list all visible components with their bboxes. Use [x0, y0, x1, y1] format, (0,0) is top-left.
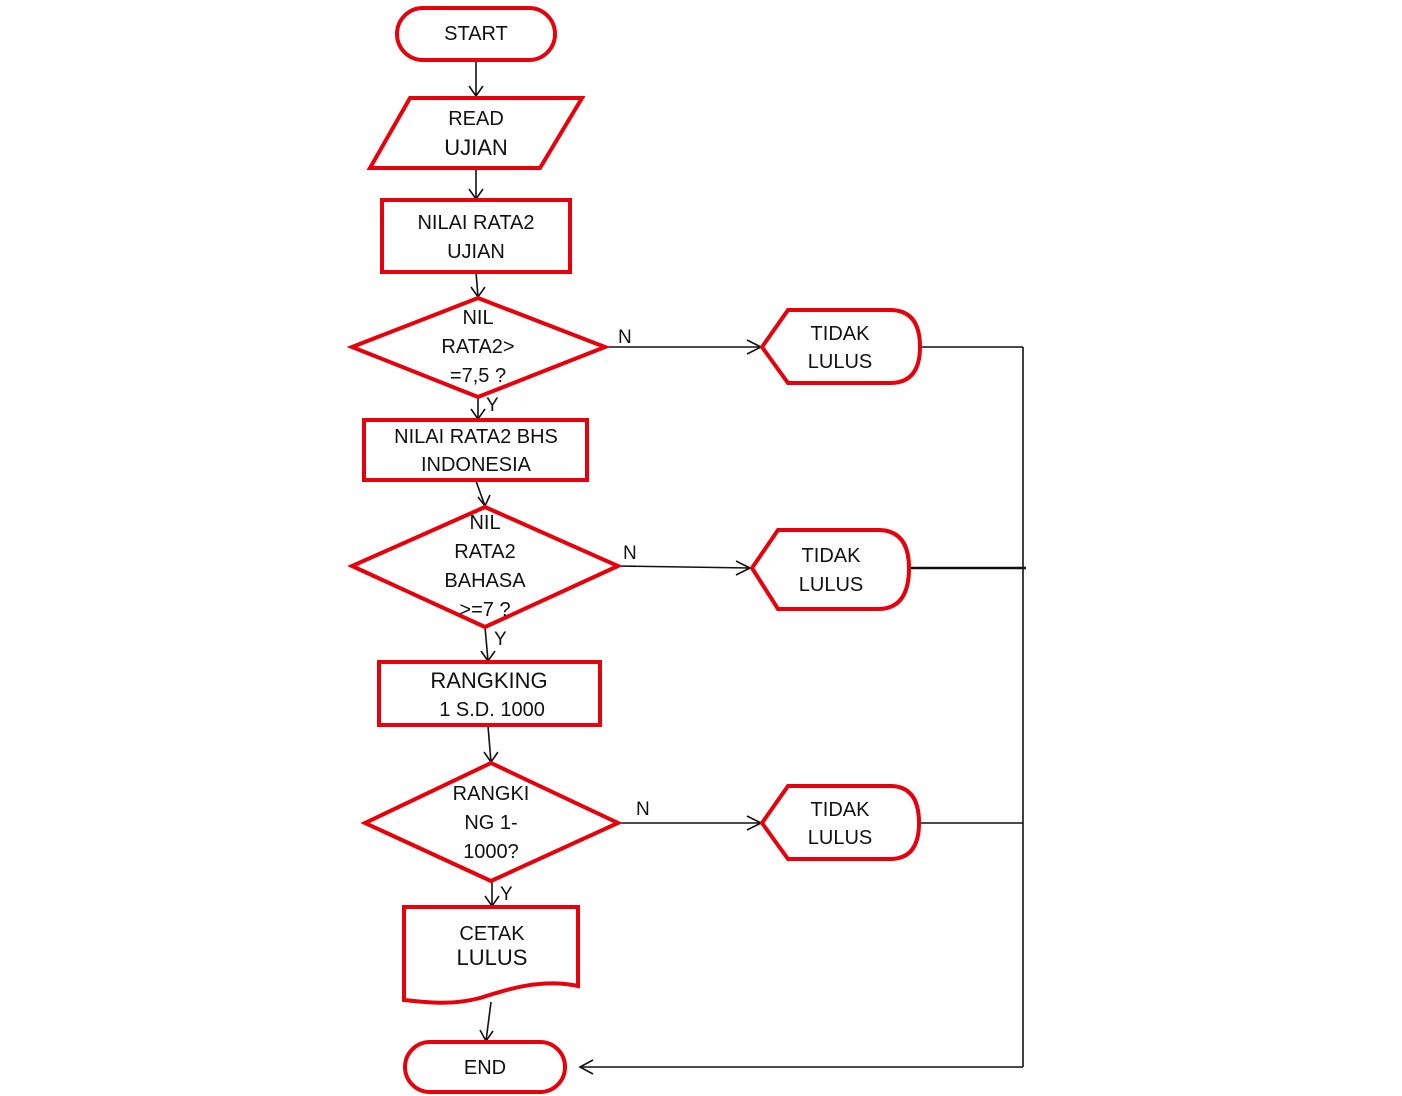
- fail-display-1: TIDAK LULUS: [759, 308, 923, 385]
- decision-avg-language: NIL RATA2 BAHASA >=7 ?: [347, 504, 623, 630]
- decision3-no-label: N: [636, 799, 650, 820]
- decision-avg-exam: NIL RATA2> =7,5 ?: [346, 295, 611, 400]
- decision2-no-label: N: [623, 543, 637, 564]
- decision1-line2: RATA2>: [441, 336, 514, 358]
- connector-indo-decision2: [475, 480, 486, 507]
- decision2-line2: RATA2: [454, 541, 516, 563]
- avg-exam-line1: NILAI RATA2: [417, 212, 534, 234]
- decision2-line3: BAHASA: [444, 570, 526, 592]
- end-label: END: [464, 1057, 506, 1079]
- end-terminal: END: [403, 1040, 567, 1094]
- ranking-process: RANGKING 1 S.D. 1000: [377, 660, 602, 727]
- print-pass-line2: LULUS: [457, 945, 528, 970]
- decision3-line1: RANGKI: [453, 783, 530, 805]
- avg-exam-process: NILAI RATA2 UJIAN: [380, 198, 572, 274]
- arrowhead: [578, 1059, 594, 1075]
- arrowhead: [477, 494, 491, 508]
- decision2-line1: NIL: [469, 512, 500, 534]
- decision3-line3: 1000?: [463, 841, 519, 863]
- ranking-line2: 1 S.D. 1000: [439, 699, 545, 721]
- read-label-line1: READ: [448, 108, 504, 130]
- fail1-line1: TIDAK: [811, 323, 871, 345]
- fail1-line2: LULUS: [808, 351, 872, 373]
- fail-display-2: TIDAK LULUS: [749, 528, 912, 611]
- fail-display-3: TIDAK LULUS: [759, 784, 922, 861]
- decision2-line4: >=7 ?: [459, 599, 510, 621]
- connector-print-end: [485, 1001, 492, 1042]
- print-pass-document: CETAK LULUS: [402, 905, 580, 1005]
- connector-ranking-decision3: [487, 725, 492, 763]
- connectors: [468, 60, 1026, 1075]
- avg-exam-line2: UJIAN: [447, 241, 505, 263]
- fail3-line1: TIDAK: [811, 799, 871, 821]
- decision-ranking: RANGKI NG 1- 1000?: [360, 760, 623, 884]
- avg-indonesian-process: NILAI RATA2 BHS INDONESIA: [362, 418, 589, 482]
- decision3-yes-label: Y: [500, 884, 513, 905]
- start-terminal: START: [395, 6, 557, 62]
- decision1-yes-label: Y: [486, 395, 499, 416]
- start-label: START: [444, 23, 508, 45]
- avg-indonesian-line2: INDONESIA: [421, 454, 532, 476]
- avg-indonesian-line1: NILAI RATA2 BHS: [394, 426, 558, 448]
- decision1-line1: NIL: [462, 307, 493, 329]
- ranking-line1: RANGKING: [430, 668, 547, 693]
- fail2-line1: TIDAK: [802, 545, 862, 567]
- connector-avg-decision1: [475, 271, 479, 298]
- decision1-line3: =7,5 ?: [450, 365, 506, 387]
- print-pass-line1: CETAK: [459, 923, 525, 945]
- connector-decision2-fail2: [617, 565, 751, 569]
- fail2-line2: LULUS: [799, 574, 863, 596]
- read-input: READ UJIAN: [366, 96, 586, 170]
- connector-decision2-ranking: [484, 626, 489, 662]
- read-label-line2: UJIAN: [444, 135, 508, 160]
- fail3-line2: LULUS: [808, 827, 872, 849]
- decision1-no-label: N: [618, 327, 632, 348]
- decision3-line2: NG 1-: [464, 812, 517, 834]
- decision2-yes-label: Y: [494, 629, 507, 650]
